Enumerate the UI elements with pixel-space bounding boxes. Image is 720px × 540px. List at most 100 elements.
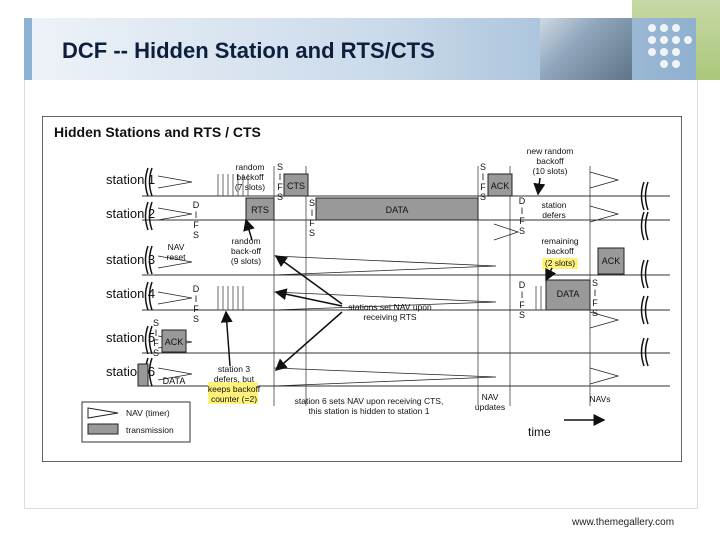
diagram-title: Hidden Stations and RTS / CTS xyxy=(54,124,261,140)
sifs-letter: S xyxy=(277,192,283,202)
annotation-text: remaining xyxy=(541,236,579,246)
rts-box xyxy=(245,197,275,221)
legend-box xyxy=(81,401,191,443)
annotation-text: (9 slots) xyxy=(231,256,261,266)
annotation-text: updates xyxy=(475,402,505,412)
difs-letter: S xyxy=(519,310,525,320)
header-photo xyxy=(540,18,632,80)
annotation-text: defers, but xyxy=(214,374,255,384)
ack-box xyxy=(161,329,187,353)
sifs-letter: S xyxy=(153,348,159,358)
sifs-letter: I xyxy=(155,328,158,338)
annotation-text: this station is hidden to station 1 xyxy=(309,406,430,416)
header-dot-pattern xyxy=(648,24,692,72)
annotation-text: (2 slots) xyxy=(545,258,575,268)
sifs-letter: S xyxy=(153,318,159,328)
annotation-text: (7 slots) xyxy=(235,182,265,192)
difs-letter: I xyxy=(521,206,524,216)
ack-box xyxy=(487,173,513,197)
sifs-letter: S xyxy=(309,198,315,208)
sifs-letter: S xyxy=(592,278,598,288)
transmissions xyxy=(137,173,625,387)
sifs-letter: S xyxy=(277,162,283,172)
difs-letter: I xyxy=(195,294,198,304)
ack-box xyxy=(597,247,625,275)
annotation-text: random xyxy=(236,162,265,172)
difs-letter: I xyxy=(195,210,198,220)
transmission-legend-symbol xyxy=(87,423,119,435)
sifs-letter: S xyxy=(309,228,315,238)
nav-legend-symbol xyxy=(87,407,119,419)
difs-letter: S xyxy=(193,230,199,240)
sifs-letter: S xyxy=(480,192,486,202)
annotation-text: back-off xyxy=(231,246,262,256)
box-label: RTS xyxy=(251,205,269,215)
data-box xyxy=(315,197,479,221)
sifs-letter: I xyxy=(594,288,597,298)
box-label: ACK xyxy=(602,256,621,266)
station-label: station 3 xyxy=(106,252,155,267)
annotation-text: NAV xyxy=(168,242,185,252)
nav-timers xyxy=(157,171,620,387)
annotation-text: reset xyxy=(167,252,187,262)
data-box xyxy=(137,363,149,387)
break-marks xyxy=(144,167,649,387)
box-label: ACK xyxy=(491,181,510,191)
box-label: DATA xyxy=(163,376,186,386)
box-label: DATA xyxy=(386,205,409,215)
difs-letter: D xyxy=(193,200,200,210)
sifs-letter: I xyxy=(482,172,485,182)
cts-box xyxy=(283,173,309,197)
difs-letter: S xyxy=(193,314,199,324)
annotation-text: station 3 xyxy=(218,364,250,374)
annotation-text: (10 slots) xyxy=(533,166,568,176)
sifs-letter: I xyxy=(279,172,282,182)
annotation-text: receiving RTS xyxy=(363,312,417,322)
station-label: station 5 xyxy=(106,330,155,345)
annotation-text: station xyxy=(541,200,566,210)
station-label: station 1 xyxy=(106,172,155,187)
station-label: station 4 xyxy=(106,286,155,301)
data-box xyxy=(545,279,591,311)
annotation-text: backoff xyxy=(546,246,574,256)
time-label: time xyxy=(528,425,551,439)
sifs-letter: S xyxy=(480,162,486,172)
sifs-letter: F xyxy=(592,298,598,308)
sifs-letter: F xyxy=(309,218,315,228)
footer-url: www.themegallery.com xyxy=(572,517,675,528)
annotation-text: station 6 sets NAV upon receiving CTS, xyxy=(295,396,444,406)
difs-letter: F xyxy=(519,300,525,310)
difs-letter: F xyxy=(193,220,199,230)
timing-diagram: Hidden Stations and RTS / CTS station 1 … xyxy=(42,116,682,462)
pointer-arrows xyxy=(220,177,557,371)
annotation-text: stations set NAV upon xyxy=(348,302,432,312)
box-label: ACK xyxy=(165,337,184,347)
annotation-text: new random xyxy=(527,146,574,156)
annotation-text: keeps backoff xyxy=(208,384,261,394)
annotation-text: defers xyxy=(542,210,566,220)
box-label: DATA xyxy=(557,289,580,299)
slide-title: DCF -- Hidden Station and RTS/CTS xyxy=(62,38,435,63)
difs-letter: F xyxy=(193,304,199,314)
legend-text: NAV (timer) xyxy=(126,408,170,418)
legend-text: transmission xyxy=(126,425,174,435)
station-label: station 2 xyxy=(106,206,155,221)
content-frame xyxy=(24,80,698,509)
annotation-text: random xyxy=(232,236,261,246)
sifs-letter: S xyxy=(592,308,598,318)
sifs-letter: F xyxy=(153,338,159,348)
difs-letter: F xyxy=(519,216,525,226)
difs-letter: D xyxy=(519,196,526,206)
header-accent-strip xyxy=(24,18,32,80)
box-label: CTS xyxy=(287,181,305,191)
annotation-text: counter (=2) xyxy=(211,394,257,404)
sifs-letter: F xyxy=(480,182,486,192)
annotation-text: NAVs xyxy=(589,394,610,404)
annotation-text: backoff xyxy=(236,172,264,182)
difs-letter: I xyxy=(521,290,524,300)
annotation-text: backoff xyxy=(536,156,564,166)
difs-letter: S xyxy=(519,226,525,236)
sifs-letter: F xyxy=(277,182,283,192)
highlights xyxy=(208,258,578,404)
difs-letter: D xyxy=(519,280,526,290)
